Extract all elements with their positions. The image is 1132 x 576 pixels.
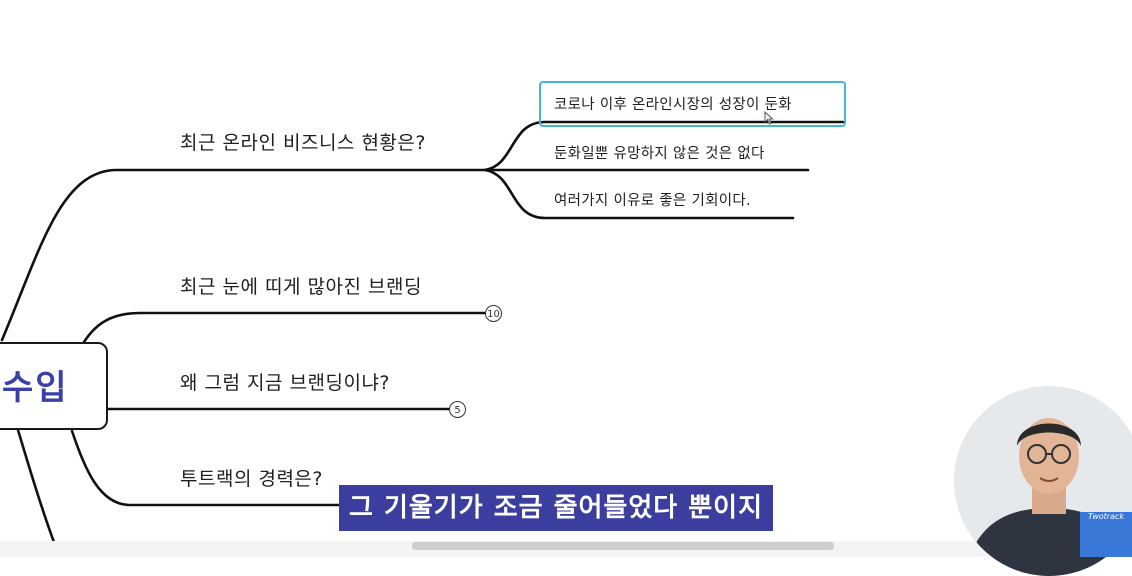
channel-logo: Twotrack xyxy=(1080,512,1132,557)
connector-branch-2 xyxy=(82,311,487,344)
horizontal-scrollbar-thumb[interactable] xyxy=(412,542,834,550)
mouse-cursor-icon xyxy=(764,111,774,125)
branch-node-4[interactable]: 투트랙의 경력은? xyxy=(180,468,323,490)
channel-logo-text: Twotrack xyxy=(1087,512,1125,521)
root-node-label: 수입 xyxy=(2,368,69,408)
connector-root-down xyxy=(16,428,57,547)
connector-child-1 xyxy=(483,120,845,172)
connector-branch-4 xyxy=(70,429,382,507)
collapsed-count-badge-3[interactable]: 5 xyxy=(449,401,466,418)
mindmap-connectors xyxy=(0,120,845,547)
selected-node-outline xyxy=(539,81,846,127)
branch-node-1[interactable]: 최근 온라인 비즈니스 현황은? xyxy=(180,132,426,154)
video-subtitle-caption: 그 기울기가 조금 줄어들었다 뿐이지 xyxy=(339,485,774,531)
connector-branch-1 xyxy=(0,168,487,342)
branch-node-2[interactable]: 최근 눈에 띠게 많아진 브랜딩 xyxy=(180,276,422,298)
collapsed-count-badge-2[interactable]: 10 xyxy=(485,305,502,322)
leaf-node-3[interactable]: 여러가지 이유로 좋은 기회이다. xyxy=(554,193,751,209)
leaf-node-2[interactable]: 둔화일뿐 유망하지 않은 것은 없다 xyxy=(554,146,765,162)
connector-child-3 xyxy=(483,168,795,220)
leaf-node-1[interactable]: 코로나 이후 온라인시장의 성장이 둔화 xyxy=(554,97,792,113)
branch-node-3[interactable]: 왜 그럼 지금 브랜딩이냐? xyxy=(180,372,391,394)
root-node[interactable] xyxy=(0,342,108,430)
